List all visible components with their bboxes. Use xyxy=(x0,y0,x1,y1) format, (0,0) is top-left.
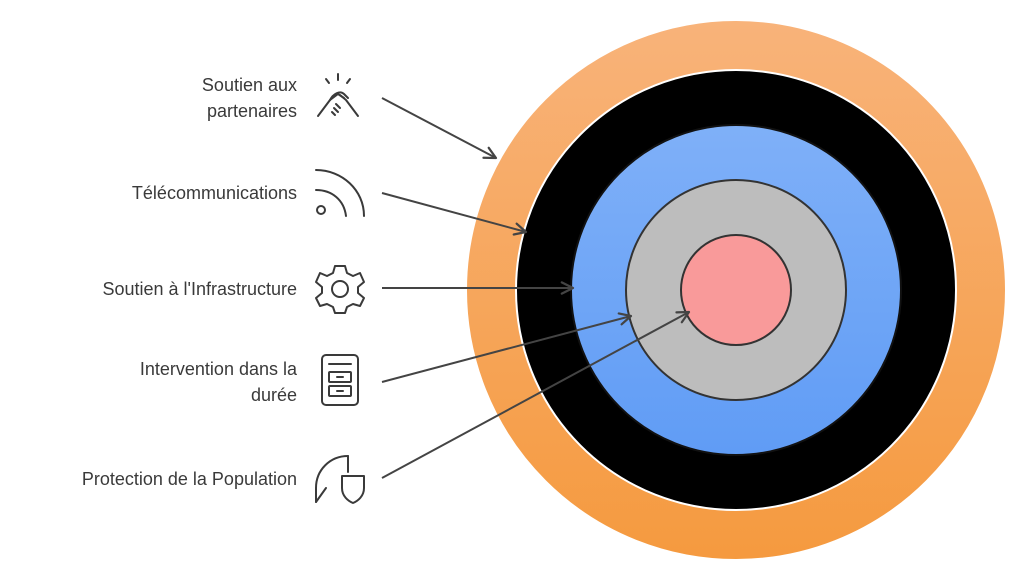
signal-icon xyxy=(310,164,366,220)
label-telecom-line-1: Télécommunications xyxy=(131,183,297,203)
arrow-protection xyxy=(381,310,691,479)
label-partners-line-1: Soutien aux xyxy=(201,75,297,95)
label-intervention-line-2: durée xyxy=(250,385,297,405)
shield-umbrella-icon xyxy=(312,450,368,506)
gear-icon xyxy=(312,260,368,316)
arrow-partners xyxy=(381,97,498,160)
label-protection-line-1: Protection de la Population xyxy=(81,469,297,489)
label-intervention-line-1: Intervention dans la xyxy=(139,359,297,379)
label-partners-line-2: partenaires xyxy=(206,101,297,121)
label-telecom: Télécommunications xyxy=(132,180,297,206)
ring-protection xyxy=(680,234,792,346)
label-partners: Soutien aux partenaires xyxy=(202,72,297,124)
file-cabinet-icon xyxy=(312,352,368,408)
label-intervention: Intervention dans la durée xyxy=(140,356,297,408)
label-infrastructure-line-1: Soutien à l'Infrastructure xyxy=(102,279,297,299)
arrow-telecom xyxy=(381,192,528,236)
label-infrastructure: Soutien à l'Infrastructure xyxy=(102,276,297,302)
label-protection: Protection de la Population xyxy=(82,466,297,492)
handshake-icon xyxy=(310,70,366,126)
arrow-intervention xyxy=(381,312,633,383)
